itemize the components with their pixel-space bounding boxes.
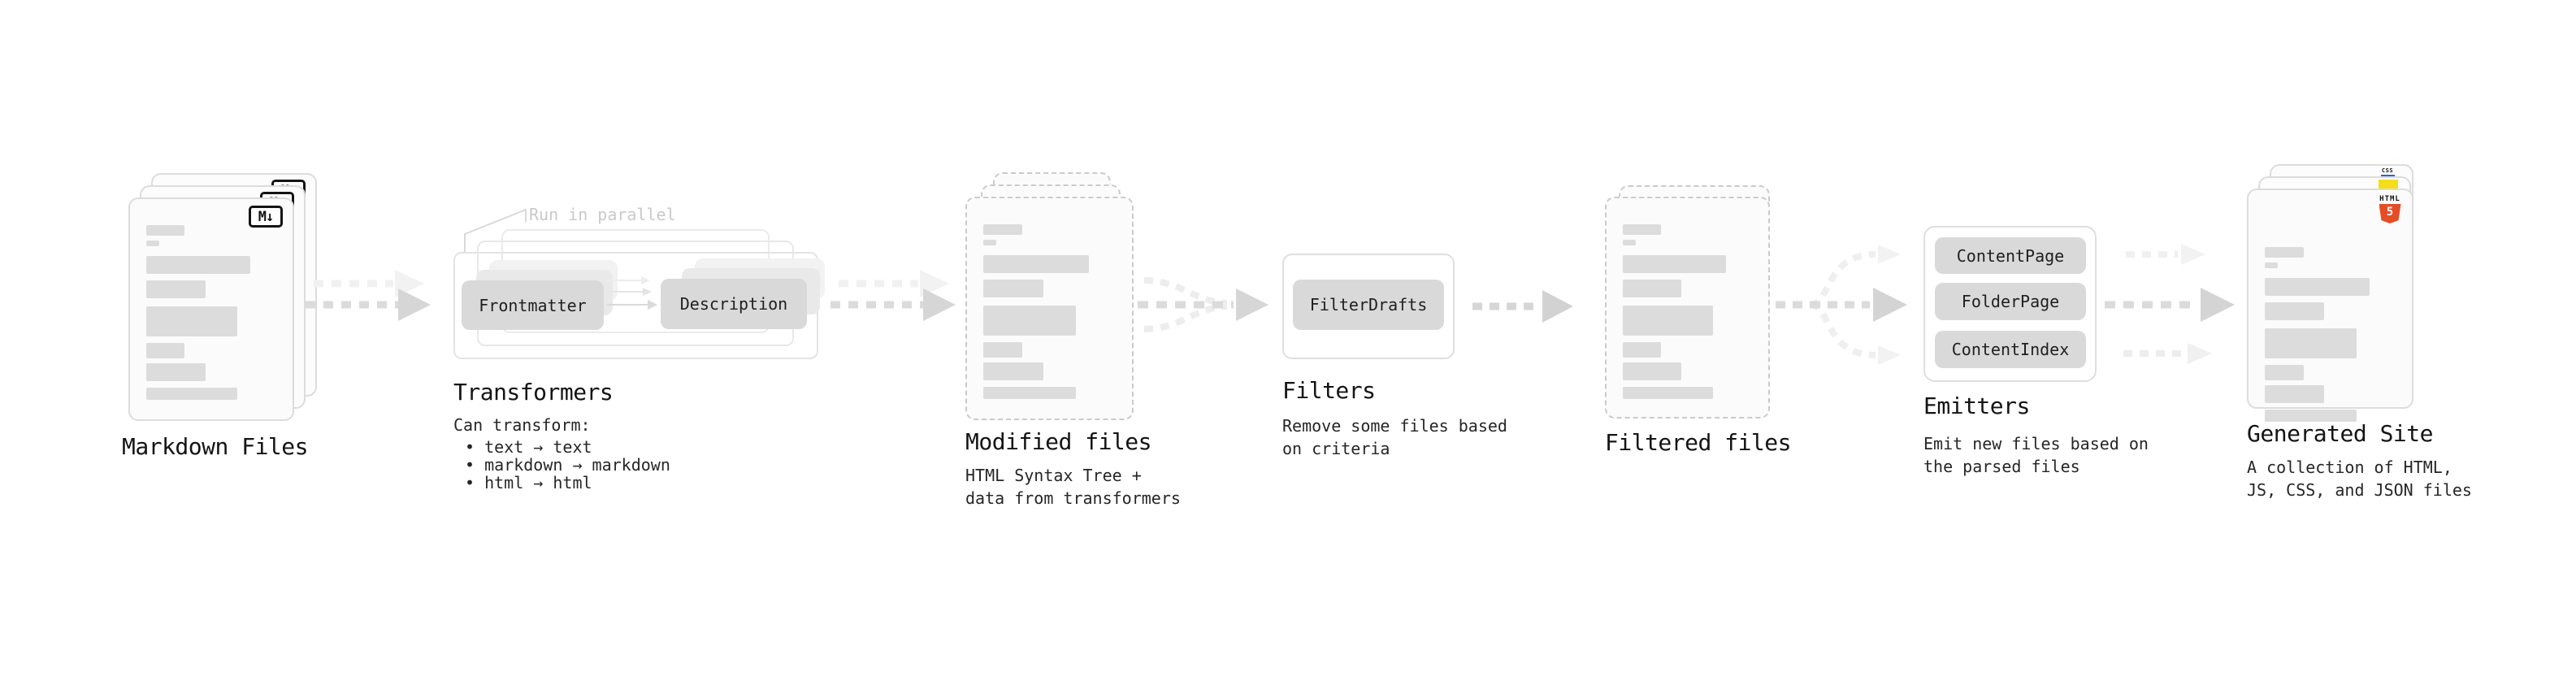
generated-file-card-html: HTML 5 [2247,189,2413,422]
content-bar [983,362,1044,380]
file-content-skeleton [146,225,275,400]
triple-dashed-arrow-icon [2105,244,2235,364]
arrow-emitters-to-generated [2103,236,2270,370]
arrow-markdown-to-transformers [302,267,445,340]
content-bar [983,255,1090,273]
stage-transformers: Run in parallel Frontmatter Description … [453,203,835,496]
html5-badge-number: 5 [2386,206,2394,219]
file-content-skeleton [1623,224,1750,399]
stage-label-generated-site: Generated Site [2247,420,2434,447]
merge-dashed-arrow-icon [1138,277,1268,332]
content-bar [1623,306,1714,336]
stage-markdown-files: M↓ M↓ M↓ Markdown Files [122,163,349,488]
file-content-skeleton [983,224,1114,399]
content-bar [146,343,185,358]
css-badge-word: CSS [2381,167,2394,174]
stage-modified-files: Modified files HTML Syntax Tree + data f… [965,163,1193,512]
content-bar [1623,342,1662,358]
modified-file-card-front [965,197,1134,420]
content-bar [1623,362,1682,380]
content-bar [2265,262,2278,268]
transformers-desc-heading: Can transform: [453,415,591,435]
content-bar [2265,247,2304,258]
stage-title-filters: Filters [1282,377,1376,404]
content-bar [146,388,238,400]
arrow-transformers-to-modified [827,267,969,340]
transform-bullet: • html → html [465,473,592,492]
content-bar [983,387,1077,399]
stage-filters: FilterDrafts Filters Remove some files b… [1282,254,1550,481]
file-content-skeleton [2265,247,2394,422]
content-bar [983,224,1023,235]
contentpage-pill: ContentPage [1935,237,2086,274]
html5-badge-word: HTML [2379,195,2400,203]
filters-desc: Remove some files based on criteria [1282,416,1507,458]
stage-title-transformers: Transformers [453,379,614,406]
folderpage-pill: FolderPage [1935,283,2086,320]
stage-emitters: ContentPage FolderPage ContentIndex Emit… [1923,226,2192,486]
content-bar [2265,410,2357,422]
generated-site-desc: A collection of HTML, JS, CSS, and JSON … [2247,458,2472,500]
run-in-parallel-callout: Run in parallel [529,205,676,224]
transform-bullet: • markdown → markdown [465,455,670,475]
content-bar [146,280,206,298]
arrow-modified-to-filters [1136,262,1278,348]
html5-shield: 5 [2379,204,2401,223]
arrow-filters-to-filtered [1471,278,1576,335]
markdown-file-card-front: M↓ [128,197,294,421]
markdown-icon: M↓ [249,206,283,228]
content-bar [2265,302,2325,320]
html5-icon: HTML 5 [2376,195,2404,223]
modified-files-desc: HTML Syntax Tree + data from transformer… [965,466,1181,508]
css-icon: CSS [2379,167,2396,177]
content-bar [1623,280,1682,297]
filterdrafts-pill: FilterDrafts [1293,280,1444,330]
content-bar [146,306,238,336]
emitters-desc: Emit new files based on the parsed files [1923,434,2149,476]
stage-label-modified-files: Modified files [965,428,1152,455]
split-dashed-arrow-icon [1776,245,1907,365]
content-bar [146,241,159,246]
double-dashed-arrow-icon [306,270,431,321]
stage-label-markdown-files: Markdown Files [122,433,309,460]
description-pill: Description [661,279,807,329]
arrow-filtered-to-emitters [1774,237,1916,374]
content-bar [1623,255,1727,273]
content-bar [1623,224,1662,235]
content-bar [2265,385,2325,403]
content-bar [983,342,1023,358]
frontmatter-pill: Frontmatter [462,280,604,330]
content-bar [2265,328,2357,358]
css-badge-bar [2380,175,2395,177]
content-bar [983,306,1077,336]
content-bar [146,256,250,274]
content-bar [146,363,206,381]
content-bar [2265,365,2304,380]
stage-label-filtered-files: Filtered files [1605,429,1792,456]
stage-title-emitters: Emitters [1923,393,2030,419]
double-dashed-arrow-icon [830,270,956,321]
content-bar [1623,240,1636,245]
contentindex-pill: ContentIndex [1935,331,2086,368]
content-bar [146,225,185,236]
filtered-file-card-front [1605,197,1770,419]
content-bar [2265,278,2370,296]
js-icon [2379,180,2398,190]
parallel-arrows-icon [607,276,657,310]
callout-line [464,208,527,252]
stage-filtered-files: Filtered files [1605,163,1816,488]
content-bar [983,280,1044,297]
content-bar [983,240,997,245]
transform-bullet: • text → text [465,437,592,457]
dashed-arrow-icon [1472,290,1573,323]
content-bar [1623,387,1714,399]
stage-generated-site: CSS HTML 5 Generated Site A collection o… [2247,159,2483,509]
